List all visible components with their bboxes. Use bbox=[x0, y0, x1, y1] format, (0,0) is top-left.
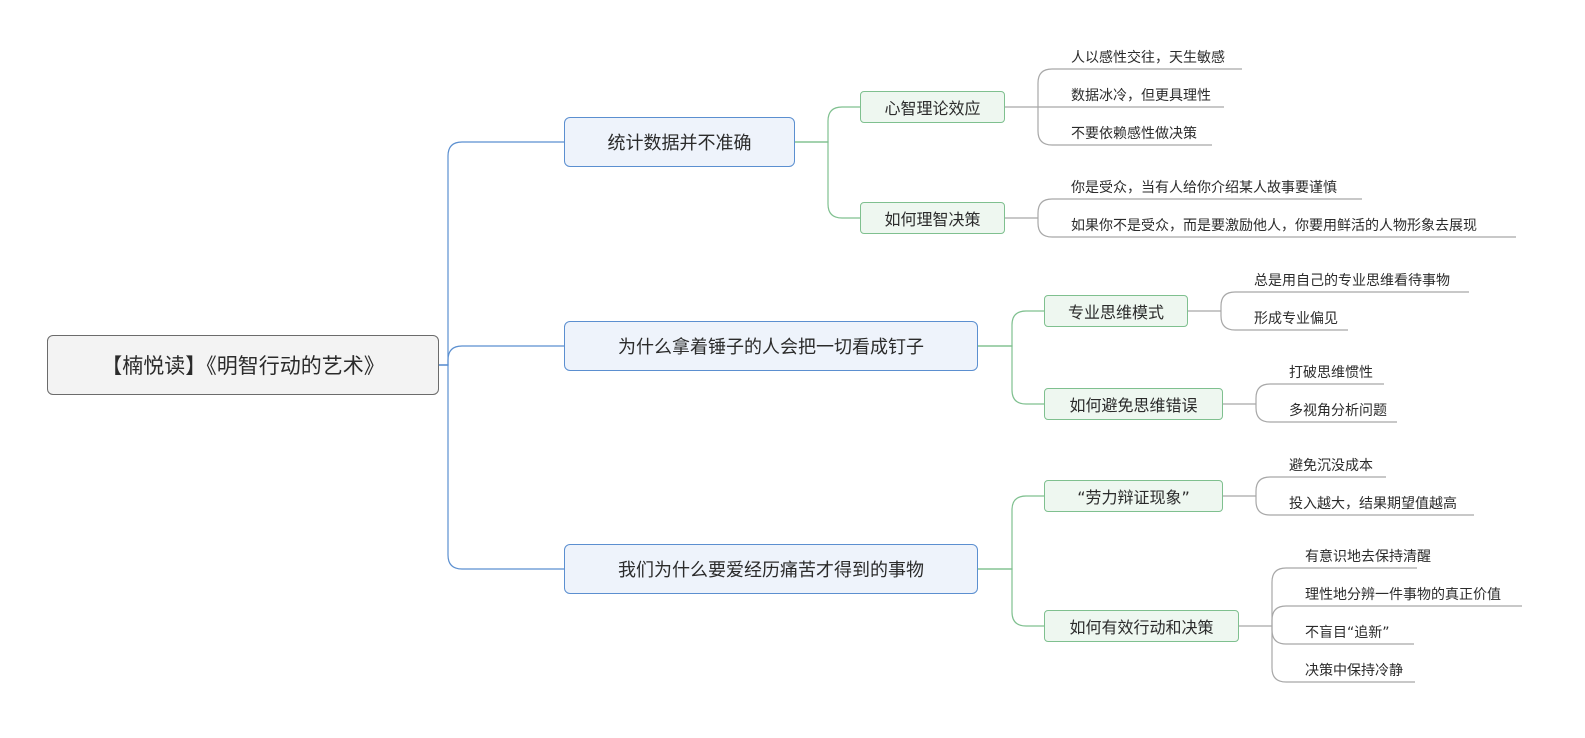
leaf-1-2-1[interactable]: 你是受众，当有人给你介绍某人故事要谨慎 bbox=[1071, 180, 1337, 196]
link-b3c2-leaf-4 bbox=[1271, 626, 1415, 683]
link-root-branch-2 bbox=[439, 345, 564, 366]
link-b2c2-leaf-1 bbox=[1255, 383, 1384, 404]
root-topic[interactable]: 【楠悦读】《明智行动的艺术》 bbox=[47, 335, 439, 395]
link-b2-c1 bbox=[978, 310, 1044, 347]
leaf-3-2-1[interactable]: 有意识地去保持清醒 bbox=[1305, 549, 1431, 565]
subtopic-rational-decision[interactable]: 如何理智决策 bbox=[860, 202, 1005, 234]
link-b1-c2 bbox=[795, 141, 860, 219]
leaf-3-2-2[interactable]: 理性地分辨一件事物的真正价值 bbox=[1305, 587, 1501, 603]
leaf-3-1-2[interactable]: 投入越大，结果期望值越高 bbox=[1289, 496, 1457, 512]
link-root-branch-3 bbox=[439, 364, 564, 570]
leaf-1-1-3[interactable]: 不要依赖感性做决策 bbox=[1071, 126, 1197, 142]
link-b2c2-leaf-2 bbox=[1255, 404, 1397, 423]
subtopic-effort-justification[interactable]: “劳力辩证现象” bbox=[1044, 480, 1223, 512]
subtopic-effective-action[interactable]: 如何有效行动和决策 bbox=[1044, 610, 1239, 642]
subtopic-avoid-thinking-errors[interactable]: 如何避免思维错误 bbox=[1044, 388, 1223, 420]
subtopic-theory-of-mind-effect[interactable]: 心智理论效应 bbox=[860, 91, 1005, 123]
link-b1c1-leaf-3 bbox=[1037, 107, 1212, 146]
link-b1c2-leaf-2 bbox=[1037, 218, 1516, 238]
leaf-2-1-1[interactable]: 总是用自己的专业思维看待事物 bbox=[1254, 273, 1450, 289]
link-b3c1-leaf-2 bbox=[1255, 496, 1474, 516]
leaf-3-2-3[interactable]: 不盲目“追新” bbox=[1305, 625, 1390, 641]
link-b1-c1 bbox=[795, 106, 860, 143]
link-b2-c2 bbox=[978, 345, 1044, 405]
link-b2c1-leaf-2 bbox=[1220, 311, 1348, 331]
link-b3c2-leaf-1 bbox=[1271, 567, 1417, 626]
topic-statistics-inaccurate[interactable]: 统计数据并不准确 bbox=[564, 117, 795, 167]
link-b3-c2 bbox=[978, 568, 1044, 627]
link-root-branch-1 bbox=[439, 141, 564, 366]
link-b3c2-leaf-2 bbox=[1271, 605, 1522, 626]
link-b1c1-leaf-1 bbox=[1037, 68, 1242, 107]
leaf-2-1-2[interactable]: 形成专业偏见 bbox=[1254, 311, 1338, 327]
leaf-1-1-1[interactable]: 人以感性交往，天生敏感 bbox=[1071, 50, 1225, 66]
leaf-3-1-1[interactable]: 避免沉没成本 bbox=[1289, 458, 1373, 474]
link-b3c1-leaf-1 bbox=[1255, 476, 1386, 496]
leaf-1-1-2[interactable]: 数据冰冷，但更具理性 bbox=[1071, 88, 1211, 104]
link-b1c2-leaf-1 bbox=[1037, 198, 1362, 218]
leaf-3-2-4[interactable]: 决策中保持冷静 bbox=[1305, 663, 1403, 679]
leaf-1-2-2[interactable]: 如果你不是受众，而是要激励他人，你要用鲜活的人物形象去展现 bbox=[1071, 218, 1477, 234]
topic-value-of-pain[interactable]: 我们为什么要爱经历痛苦才得到的事物 bbox=[564, 544, 978, 594]
leaf-2-2-1[interactable]: 打破思维惯性 bbox=[1289, 365, 1373, 381]
subtopic-professional-thinking[interactable]: 专业思维模式 bbox=[1044, 295, 1188, 327]
link-b3-c1 bbox=[978, 495, 1044, 570]
leaf-2-2-2[interactable]: 多视角分析问题 bbox=[1289, 403, 1387, 419]
topic-hammer-and-nails[interactable]: 为什么拿着锤子的人会把一切看成钉子 bbox=[564, 321, 978, 371]
link-b2c1-leaf-1 bbox=[1220, 291, 1469, 311]
